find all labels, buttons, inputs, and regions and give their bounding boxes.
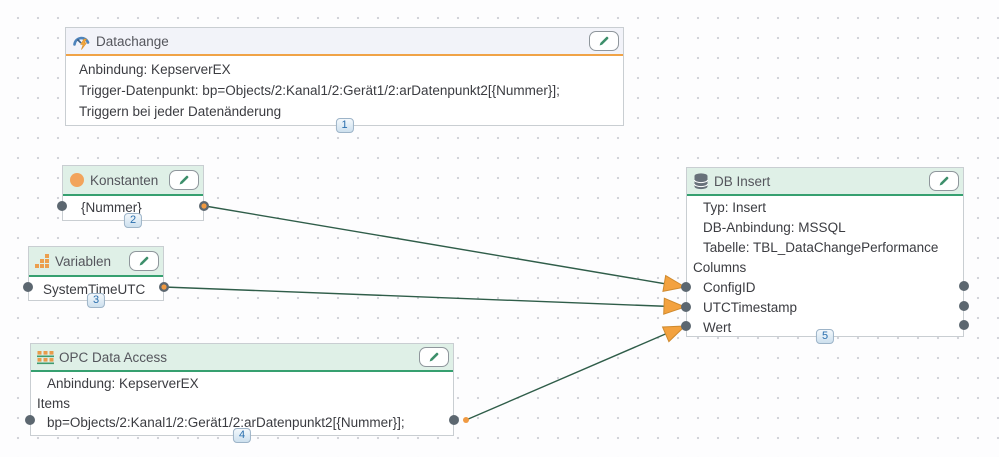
database-icon [693, 172, 709, 190]
wire-opc-to-wert [465, 325, 685, 421]
node-info-line: Typ: Insert [703, 200, 767, 215]
node-konstanten-header[interactable]: Konstanten [63, 166, 203, 196]
wire-start-dot [463, 417, 469, 423]
step-number-badge: 3 [86, 293, 106, 308]
step-number-badge: 2 [123, 213, 143, 228]
item-row: bp=Objects/2:Kanal1/2:Gerät1/2:arDatenpu… [47, 415, 405, 430]
pencil-icon [179, 175, 189, 185]
pencil-icon [599, 36, 609, 46]
step-number-badge: 1 [335, 118, 354, 133]
opc-network-icon [37, 350, 54, 365]
edit-button[interactable] [589, 31, 619, 51]
edit-button[interactable] [129, 251, 159, 271]
node-info-line: Anbindung: KepserverEX [79, 62, 231, 77]
node-konstanten[interactable]: Konstanten {Nummer} 2 [62, 165, 204, 228]
gauge-trigger-icon [72, 33, 91, 50]
section-label: Columns [693, 260, 747, 275]
node-info-line: Trigger-Datenpunkt: bp=Objects/2:Kanal1/… [79, 83, 560, 98]
column-row: UTCTimestamp [703, 300, 798, 315]
edit-button[interactable] [169, 170, 199, 190]
wire-konstanten-to-configid [204, 205, 685, 288]
output-row: SystemTimeUTC [43, 282, 146, 297]
node-info-line: Triggern bei jeder Datenänderung [79, 104, 282, 119]
node-title: OPC Data Access [59, 349, 168, 365]
node-db-insert-header[interactable]: DB Insert [687, 168, 963, 196]
node-db-insert[interactable]: DB Insert Typ: Insert DB-Anbindung: MSSQ… [686, 167, 964, 344]
node-datachange-header[interactable]: Datachange [66, 28, 623, 56]
column-row: ConfigID [703, 280, 756, 295]
bar-chart-icon [35, 253, 50, 269]
node-variablen[interactable]: Variablen SystemTimeUTC 3 [28, 246, 164, 308]
pencil-icon [139, 256, 149, 266]
wire-variablen-to-utctimestamp [163, 286, 685, 308]
node-info-line: Tabelle: TBL_DataChangePerformance [703, 240, 939, 255]
step-number-badge: 5 [815, 329, 835, 344]
node-title: Konstanten [90, 172, 159, 188]
arrowhead-utctimestamp [663, 297, 687, 315]
arrowhead-wert [661, 325, 687, 343]
arrowhead-configid [662, 274, 687, 292]
edit-button[interactable] [419, 347, 449, 367]
edit-button[interactable] [929, 171, 959, 191]
node-datachange[interactable]: Datachange Anbindung: KepserverEX Trigge… [65, 27, 624, 133]
column-row: Wert [703, 320, 732, 335]
node-title: Variablen [55, 253, 112, 269]
node-info-line: DB-Anbindung: MSSQL [703, 220, 846, 235]
node-opc-data-access[interactable]: OPC Data Access Anbindung: KepserverEX I… [30, 343, 454, 443]
node-variablen-header[interactable]: Variablen [29, 247, 163, 277]
node-opc-header[interactable]: OPC Data Access [31, 344, 453, 372]
constant-circle-icon [69, 172, 85, 188]
step-number-badge: 4 [232, 428, 252, 443]
output-row: {Nummer} [81, 200, 142, 215]
pencil-icon [939, 176, 949, 186]
node-title: DB Insert [714, 173, 771, 189]
node-info-line: Anbindung: KepserverEX [47, 376, 199, 391]
pencil-icon [429, 352, 439, 362]
node-title: Datachange [96, 33, 169, 49]
section-label: Items [37, 395, 71, 411]
